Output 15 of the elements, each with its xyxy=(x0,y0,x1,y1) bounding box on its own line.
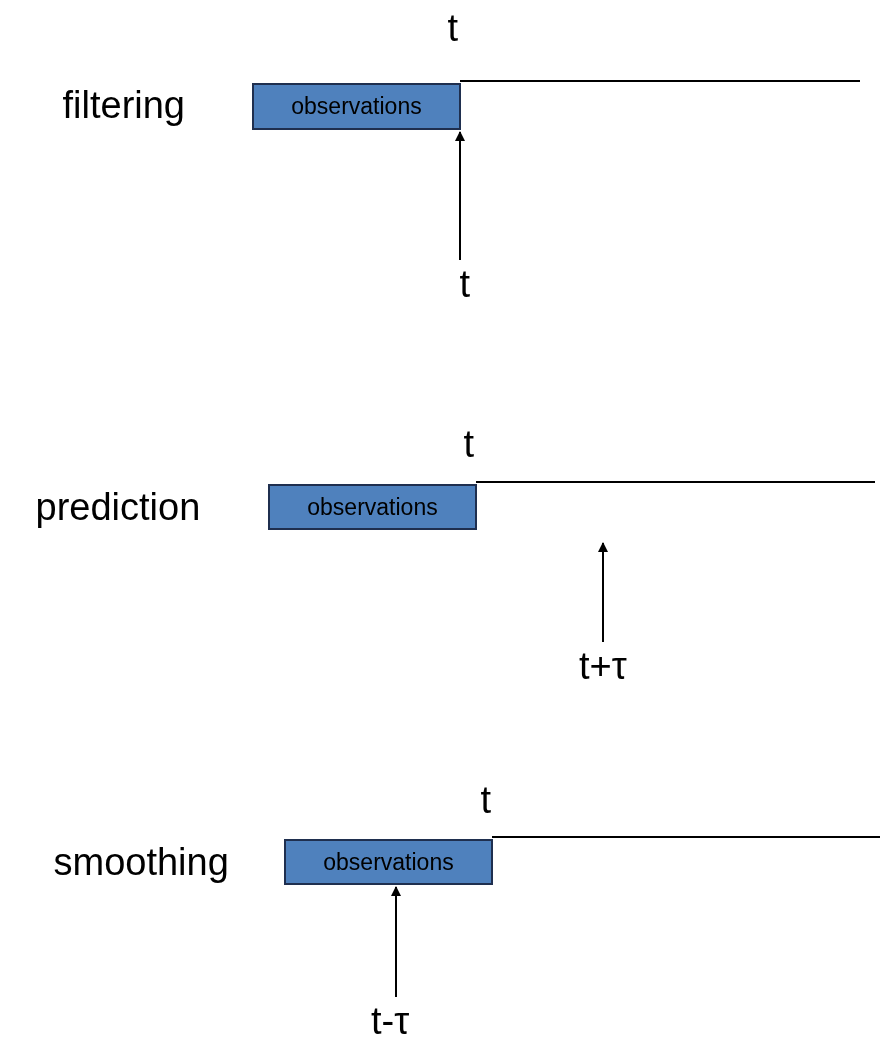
time-label: t xyxy=(459,262,471,306)
arrow xyxy=(455,131,465,261)
arrow xyxy=(598,542,608,643)
observations-bar: observations xyxy=(252,83,461,130)
time-label: t xyxy=(447,6,459,50)
observations-bar: observations xyxy=(268,484,477,530)
time-label: t+τ xyxy=(579,644,627,688)
mode-label: prediction xyxy=(35,485,201,529)
arrow xyxy=(391,886,401,998)
time-label: t xyxy=(463,422,475,466)
mode-label: smoothing xyxy=(53,840,229,884)
time-label: t xyxy=(480,778,492,822)
mode-label: filtering xyxy=(62,83,185,127)
observations-bar: observations xyxy=(284,839,493,885)
time-label: t-τ xyxy=(371,999,410,1038)
